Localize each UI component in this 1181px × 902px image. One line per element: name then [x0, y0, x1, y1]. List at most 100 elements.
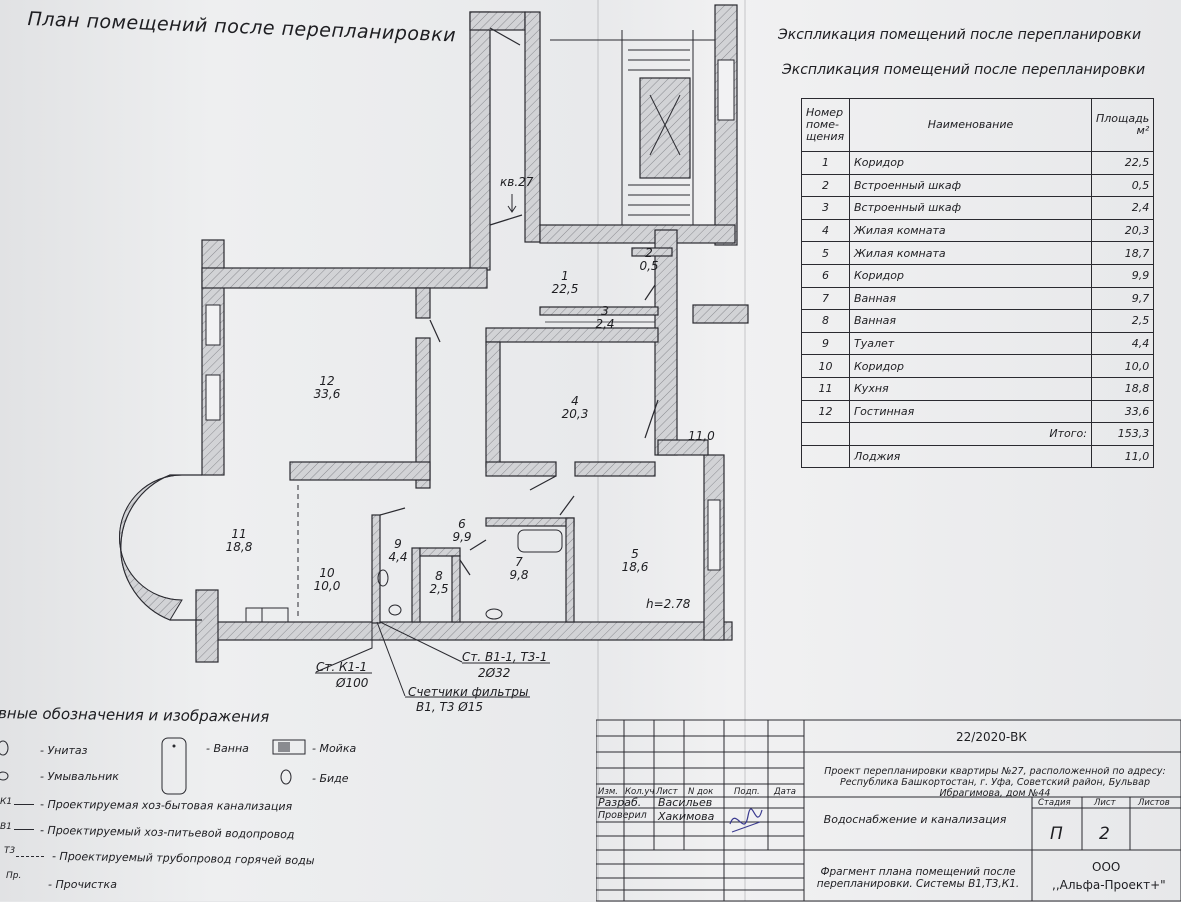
col-koluch: Кол.уч [625, 787, 655, 797]
stage-value: П [1050, 824, 1063, 844]
wall [415, 337, 431, 489]
col-ndok: N док [688, 787, 714, 797]
header-area: Площадь м² [1090, 98, 1155, 152]
col-list: Лист [656, 787, 678, 797]
section-name: Водоснабжение и канализация [823, 813, 1007, 826]
razrab-name: Васильев [658, 796, 713, 809]
windows [205, 59, 735, 571]
wall [451, 555, 461, 623]
header-number: Номер поме- щения [801, 98, 850, 152]
legend-pr: - Прочистка [48, 878, 117, 891]
wall [574, 461, 656, 477]
bathtub-icon [161, 737, 187, 795]
wall [195, 589, 219, 663]
bidet-icon [280, 769, 292, 785]
legend-b1-code: В1 [0, 822, 12, 832]
proveril-label: Проверил [598, 810, 647, 821]
wall [539, 224, 736, 244]
fixtures [245, 529, 563, 623]
toilet-icon [0, 740, 9, 756]
k1-line [14, 804, 34, 805]
sink-icon [272, 739, 306, 755]
wall [485, 327, 659, 343]
sheets-label: Листов [1138, 798, 1170, 808]
kitchen-sink [245, 607, 289, 623]
col-izm: Изм. [598, 787, 618, 797]
explication-title: Экспликация помещений после перепланиров… [778, 27, 1142, 43]
legend-sink: - Мойка [312, 742, 357, 755]
paper-fold [597, 0, 599, 901]
wall [657, 439, 709, 456]
window [717, 59, 735, 121]
washbasin [485, 608, 503, 620]
wall [692, 304, 749, 324]
legend-bath: - Ванна [206, 742, 249, 755]
wall [485, 341, 501, 468]
wall [469, 11, 491, 271]
table-total-row: Итого:153,3 [801, 422, 1155, 446]
legend-symbols [0, 740, 9, 781]
bathtub [517, 529, 563, 553]
legend-washbasin: - Умывальник [40, 770, 119, 783]
explication-table: Номер поме- щения Наименование Площадь м… [801, 98, 1155, 469]
fragment-description: Фрагмент плана помещений после переплани… [816, 866, 1020, 890]
ceiling-height: h=2.78 [646, 597, 691, 611]
b1-line [14, 829, 34, 830]
wall [289, 461, 431, 481]
legend-t3-code: Т3 [4, 846, 16, 856]
window [205, 304, 221, 346]
title-block-grid [596, 719, 1181, 902]
org-form: ООО [1092, 860, 1121, 874]
callout-k1-title: Ст. К1-1 [316, 660, 368, 674]
walls [195, 4, 749, 663]
table-header-row: Номер поме- щения Наименование Площадь м… [801, 98, 1155, 152]
apartment-number: кв.27 [500, 175, 534, 189]
proveril-name: Хакимова [658, 810, 715, 823]
callout-meters-size: В1, Т3 Ø15 [416, 700, 483, 714]
entrance-arrow-head [507, 205, 517, 213]
wall [524, 11, 541, 243]
t3-line [16, 856, 44, 857]
legend-bidet: - Биде [312, 772, 349, 785]
wall [419, 547, 461, 557]
legend-title: вные обозначения и изображения [0, 704, 270, 726]
legend-k1-code: К1 [0, 797, 13, 807]
wall [714, 4, 738, 246]
wall [631, 247, 673, 257]
callout-meters-title: Счетчики фильтры [408, 685, 529, 699]
callout-b1-size: 2Ø32 [478, 666, 511, 680]
legend-pr-code: Пр. [6, 871, 22, 881]
wall [469, 11, 526, 31]
wall [485, 461, 557, 477]
window [707, 499, 721, 571]
callout-k1-size: Ø100 [336, 676, 369, 690]
legend-toilet: - Унитаз [40, 744, 88, 757]
wall [415, 287, 431, 319]
bidet [388, 604, 402, 616]
document-code: 22/2020-ВК [956, 730, 1027, 744]
washbasin-icon [0, 771, 9, 781]
project-description: Проект перепланировки квартиры №27, расп… [824, 766, 1166, 799]
